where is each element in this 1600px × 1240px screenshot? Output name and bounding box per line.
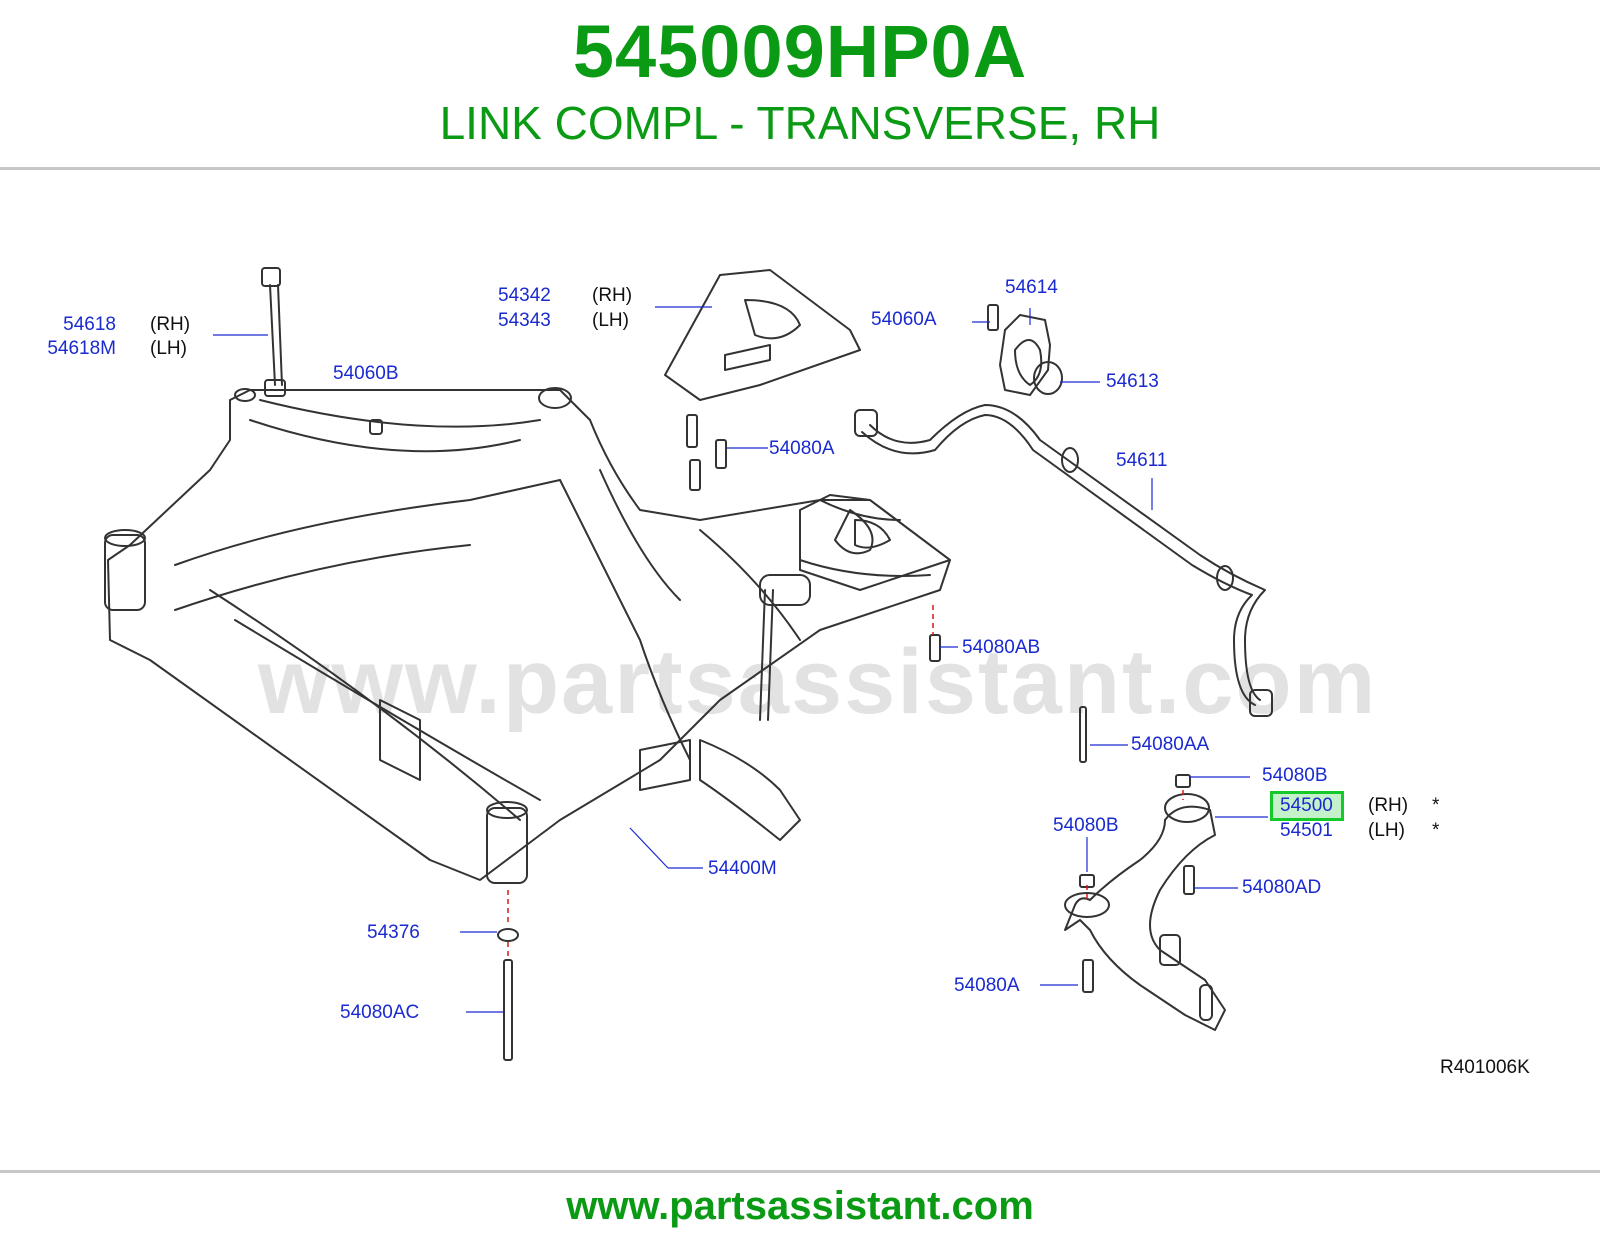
callout-54080A-bottom[interactable]: 54080A — [954, 975, 1020, 996]
part-name-subtitle: LINK COMPL - TRANSVERSE, RH — [439, 97, 1161, 149]
callout-54613[interactable]: 54613 — [1106, 371, 1159, 392]
callout-54080AB[interactable]: 54080AB — [962, 637, 1041, 658]
callout-54400M[interactable]: 54400M — [708, 858, 777, 879]
bolt-drawing — [369, 304, 1195, 1061]
suspension-member-drawing — [107, 389, 951, 881]
callout-54618M-side: (LH) — [150, 338, 187, 359]
callout-54343-side: (LH) — [592, 310, 629, 331]
callout-54080B-left[interactable]: 54080B — [1053, 815, 1119, 836]
callout-54500-mark: * — [1432, 795, 1440, 816]
highlight-54500 — [1270, 791, 1344, 821]
gusset-plate-drawing — [664, 269, 861, 401]
callout-54501-mark: * — [1432, 820, 1440, 841]
footer-divider — [0, 1170, 1600, 1173]
callout-54342-side: (RH) — [592, 285, 633, 306]
gusset-plate-lower-drawing — [799, 494, 951, 591]
callout-54501[interactable]: 54501 — [1280, 820, 1333, 841]
header-divider — [0, 167, 1600, 170]
callout-54618M[interactable]: 54618M — [47, 338, 116, 359]
callout-54501-side: (LH) — [1368, 820, 1405, 841]
footer-website-link[interactable]: www.partsassistant.com — [566, 1184, 1034, 1228]
stabilizer-link-drawing — [261, 267, 286, 397]
mount-bushing-drawing — [104, 387, 572, 884]
header: 545009HP0A LINK COMPL - TRANSVERSE, RH — [0, 0, 1600, 170]
callout-54342[interactable]: 54342 — [498, 285, 551, 306]
alignment-lines — [507, 605, 1184, 960]
callout-54376[interactable]: 54376 — [367, 922, 420, 943]
callout-54500[interactable]: 54500 — [1280, 795, 1333, 816]
callout-54080B-right[interactable]: 54080B — [1262, 765, 1328, 786]
callout-54080A-top[interactable]: 54080A — [769, 438, 835, 459]
callout-54618-side: (RH) — [150, 314, 191, 335]
callout-54611[interactable]: 54611 — [1116, 450, 1168, 471]
callout-54614[interactable]: 54614 — [1005, 277, 1058, 298]
callout-54060B[interactable]: 54060B — [333, 363, 399, 384]
callout-54060A[interactable]: 54060A — [871, 309, 937, 330]
bracket-drawing — [999, 314, 1063, 396]
transverse-link-drawing — [1064, 793, 1226, 1031]
leader-lines — [213, 306, 1268, 1013]
stabilizer-link-center-drawing — [759, 574, 811, 721]
callout-54500-side: (RH) — [1368, 795, 1409, 816]
part-number-title: 545009HP0A — [572, 10, 1028, 93]
callout-54080AD[interactable]: 54080AD — [1242, 877, 1322, 898]
callout-54080AA[interactable]: 54080AA — [1131, 734, 1210, 755]
callout-54080AC[interactable]: 54080AC — [340, 1002, 420, 1023]
callout-54343[interactable]: 54343 — [498, 310, 551, 331]
callout-54618[interactable]: 54618 — [63, 314, 116, 335]
stabilizer-bar-drawing — [854, 404, 1273, 717]
diagram-reference-code: R401006K — [1440, 1057, 1530, 1078]
